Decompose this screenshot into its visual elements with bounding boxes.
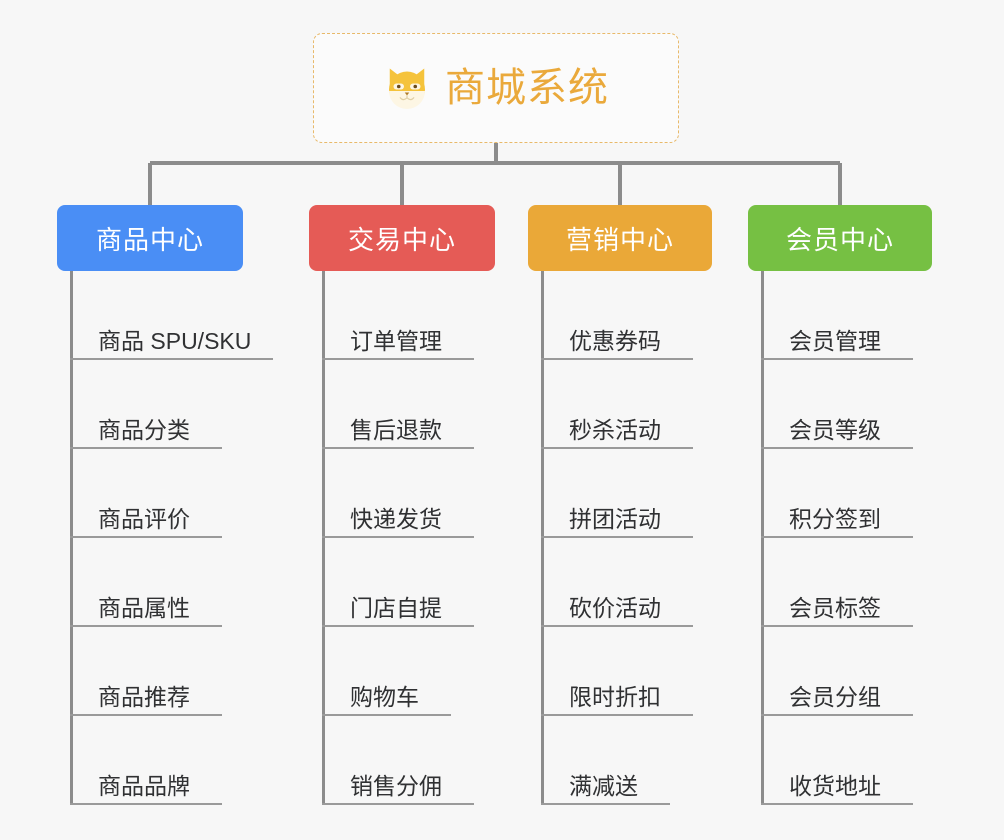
branch-trunk-3: [541, 271, 544, 805]
leaf-underline: [761, 803, 913, 805]
branch-column-1: 商品中心 商品 SPU/SKU 商品分类 商品评价 商品属性 商品推荐: [57, 205, 273, 805]
leaf-item[interactable]: 优惠券码: [541, 271, 712, 360]
leaf-label: 秒杀活动: [569, 416, 661, 443]
leaf-underline: [541, 625, 693, 627]
branch-header-label-2: 交易中心: [347, 224, 456, 255]
branch-header-label-3: 营销中心: [565, 224, 674, 255]
branch-trunk-4: [761, 271, 764, 805]
leaf-item[interactable]: 秒杀活动: [541, 360, 712, 449]
branch-header-1[interactable]: 商品中心: [57, 205, 243, 271]
leaf-item[interactable]: 商品推荐: [70, 627, 243, 716]
leaf-label: 商品品牌: [98, 772, 190, 799]
leaf-item[interactable]: 会员分组: [761, 627, 932, 716]
leaf-item[interactable]: 商品品牌: [70, 716, 243, 805]
leaf-underline: [541, 536, 693, 538]
leaf-underline: [541, 714, 693, 716]
leaf-item[interactable]: 订单管理: [322, 271, 495, 360]
dog-face-icon: [383, 64, 431, 112]
branch-header-label-1: 商品中心: [95, 224, 204, 255]
leaf-underline: [761, 625, 913, 627]
leaf-underline: [761, 358, 913, 360]
leaf-underline: [761, 714, 913, 716]
leaf-item[interactable]: 商品评价: [70, 449, 243, 538]
leaf-label: 满减送: [569, 772, 638, 799]
leaf-item[interactable]: 满减送: [541, 716, 712, 805]
leaf-list-1: 商品 SPU/SKU 商品分类 商品评价 商品属性 商品推荐 商品品牌: [57, 271, 273, 805]
leaf-label: 订单管理: [350, 327, 442, 354]
leaf-item[interactable]: 积分签到: [761, 449, 932, 538]
leaf-label: 商品分类: [98, 416, 190, 443]
leaf-label: 拼团活动: [569, 505, 661, 532]
leaf-item[interactable]: 砍价活动: [541, 538, 712, 627]
leaf-item[interactable]: 售后退款: [322, 360, 495, 449]
branch-header-3[interactable]: 营销中心: [528, 205, 712, 271]
leaf-item[interactable]: 快递发货: [322, 449, 495, 538]
root-node[interactable]: 商城系统: [313, 33, 679, 143]
leaf-underline: [70, 358, 273, 360]
leaf-underline: [70, 714, 222, 716]
leaf-underline: [541, 447, 693, 449]
leaf-label: 会员管理: [789, 327, 881, 354]
leaf-underline: [322, 447, 474, 449]
leaf-underline: [322, 803, 474, 805]
leaf-label: 砍价活动: [569, 594, 661, 621]
leaf-label: 积分签到: [789, 505, 881, 532]
leaf-underline: [761, 447, 913, 449]
leaf-underline: [322, 625, 474, 627]
leaf-item[interactable]: 会员标签: [761, 538, 932, 627]
root-label: 商城系统: [445, 66, 609, 110]
branch-header-label-4: 会员中心: [785, 224, 894, 255]
leaf-underline: [761, 536, 913, 538]
leaf-underline: [322, 536, 474, 538]
branch-trunk-1: [70, 271, 73, 805]
leaf-item[interactable]: 拼团活动: [541, 449, 712, 538]
branch-column-2: 交易中心 订单管理 售后退款 快递发货 门店自提 购物车: [309, 205, 495, 805]
leaf-underline: [70, 803, 222, 805]
branch-column-4: 会员中心 会员管理 会员等级 积分签到 会员标签 会员分组: [748, 205, 932, 805]
leaf-label: 商品推荐: [98, 683, 190, 710]
leaf-item[interactable]: 商品分类: [70, 360, 243, 449]
leaf-label: 限时折扣: [569, 683, 661, 710]
leaf-label: 购物车: [350, 683, 419, 710]
leaf-item[interactable]: 销售分佣: [322, 716, 495, 805]
leaf-list-3: 优惠券码 秒杀活动 拼团活动 砍价活动 限时折扣 满减送: [528, 271, 712, 805]
branch-column-3: 营销中心 优惠券码 秒杀活动 拼团活动 砍价活动 限时折扣: [528, 205, 712, 805]
leaf-label: 商品评价: [98, 505, 190, 532]
leaf-item[interactable]: 商品 SPU/SKU: [70, 271, 273, 360]
branch-header-2[interactable]: 交易中心: [309, 205, 495, 271]
leaf-underline: [541, 358, 693, 360]
leaf-label: 门店自提: [350, 594, 442, 621]
leaf-label: 快递发货: [350, 505, 442, 532]
leaf-underline: [322, 358, 474, 360]
leaf-item[interactable]: 限时折扣: [541, 627, 712, 716]
leaf-label: 会员标签: [789, 594, 881, 621]
leaf-label: 会员分组: [789, 683, 881, 710]
leaf-item[interactable]: 收货地址: [761, 716, 932, 805]
leaf-item[interactable]: 商品属性: [70, 538, 243, 627]
leaf-label: 收货地址: [789, 772, 881, 799]
leaf-underline: [322, 714, 451, 716]
leaf-label: 销售分佣: [350, 772, 442, 799]
leaf-item[interactable]: 门店自提: [322, 538, 495, 627]
leaf-item[interactable]: 购物车: [322, 627, 495, 716]
leaf-list-2: 订单管理 售后退款 快递发货 门店自提 购物车 销售分佣: [309, 271, 495, 805]
leaf-underline: [70, 625, 222, 627]
leaf-label: 商品属性: [98, 594, 190, 621]
leaf-label: 会员等级: [789, 416, 881, 443]
branch-header-4[interactable]: 会员中心: [748, 205, 932, 271]
leaf-item[interactable]: 会员管理: [761, 271, 932, 360]
leaf-underline: [541, 803, 670, 805]
leaf-list-4: 会员管理 会员等级 积分签到 会员标签 会员分组 收货地址: [748, 271, 932, 805]
leaf-item[interactable]: 会员等级: [761, 360, 932, 449]
leaf-label: 商品 SPU/SKU: [98, 327, 252, 354]
leaf-underline: [70, 536, 222, 538]
leaf-label: 优惠券码: [569, 327, 661, 354]
branch-trunk-2: [322, 271, 325, 805]
leaf-underline: [70, 447, 222, 449]
leaf-label: 售后退款: [350, 416, 442, 443]
